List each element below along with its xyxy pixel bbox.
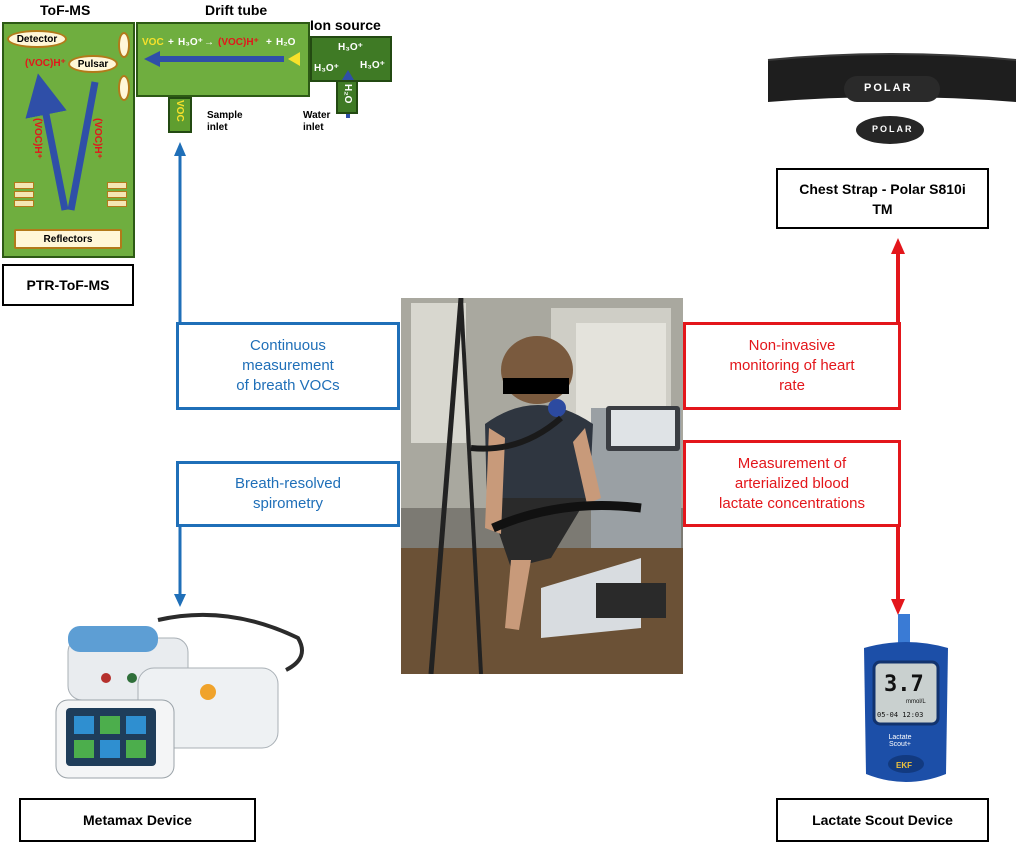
lens-top [118, 32, 130, 58]
reflector-bar [107, 191, 127, 198]
cycling-test-photo [401, 298, 683, 674]
flight-path-v [25, 73, 99, 211]
voc-inlet-label: VOC [174, 100, 185, 122]
spirometry-box: Breath-resolved spirometry [176, 461, 400, 527]
detector-element: Detector [7, 30, 67, 48]
blue-arrow-down [174, 526, 186, 607]
sample-inlet-tube [168, 97, 192, 133]
red-arrow-up [891, 238, 905, 322]
voc-ion-left-path: (VOC)H⁺ [32, 118, 43, 159]
water-inlet-text: Water inlet [303, 110, 331, 133]
reflector-bar [14, 191, 34, 198]
ion-label: H₃O⁺ [314, 63, 339, 74]
lactate-scout-illustration [864, 614, 948, 782]
ion-label: H₃O⁺ [360, 60, 385, 71]
red-arrow-down [891, 526, 905, 615]
water-inlet-tube [336, 80, 358, 114]
lactate-reading: 3.7 [884, 672, 924, 697]
ion-source-header: Ion source [310, 17, 381, 33]
lactate-scout-label: Lactate Scout Device [776, 798, 989, 842]
drift-tube-header: Drift tube [205, 2, 268, 18]
chest-strap-illustration [767, 53, 1017, 144]
chest-strap-label: Chest Strap - Polar S810i TM [776, 168, 989, 229]
polar-logo: POLAR [864, 82, 913, 94]
reflector-bar [14, 182, 34, 189]
continuous-measurement-box: Continuous measurement of breath VOCs [176, 322, 400, 410]
lactate-measurement-box: Measurement of arterialized blood lactat… [683, 440, 901, 527]
lactate-unit: mmol/L [906, 699, 926, 705]
metamax-label: Metamax Device [19, 798, 256, 842]
pulsar-element: Pulsar [68, 55, 118, 73]
reflectors-element: Reflectors [14, 229, 122, 249]
heart-rate-box: Non-invasive monitoring of heart rate [683, 322, 901, 410]
polar-logo-sensor: POLAR [872, 124, 914, 134]
drift-arrow [144, 51, 300, 67]
lens-bottom [118, 75, 130, 101]
tof-ms-header: ToF-MS [40, 2, 91, 18]
sample-inlet-label: Sample inlet [207, 110, 243, 133]
ptr-tof-ms-label: PTR-ToF-MS [2, 264, 134, 306]
voc-ion-label: (VOC)H⁺ [25, 58, 66, 69]
reflector-bar [107, 200, 127, 207]
lactate-date: 05-04 12:03 [877, 711, 924, 719]
reflector-bar [14, 200, 34, 207]
water-inlet-label: H₂O [342, 84, 353, 104]
ion-label: H₃O⁺ [338, 42, 363, 53]
voc-ion-right-path: (VOC)H⁺ [92, 118, 103, 159]
metamax-illustration [55, 612, 304, 779]
blue-arrow-up [174, 142, 186, 322]
ekf-logo: EKF [896, 761, 912, 770]
lactate-brand: Lactate Scout+ [888, 734, 912, 748]
reflector-bar [107, 182, 127, 189]
